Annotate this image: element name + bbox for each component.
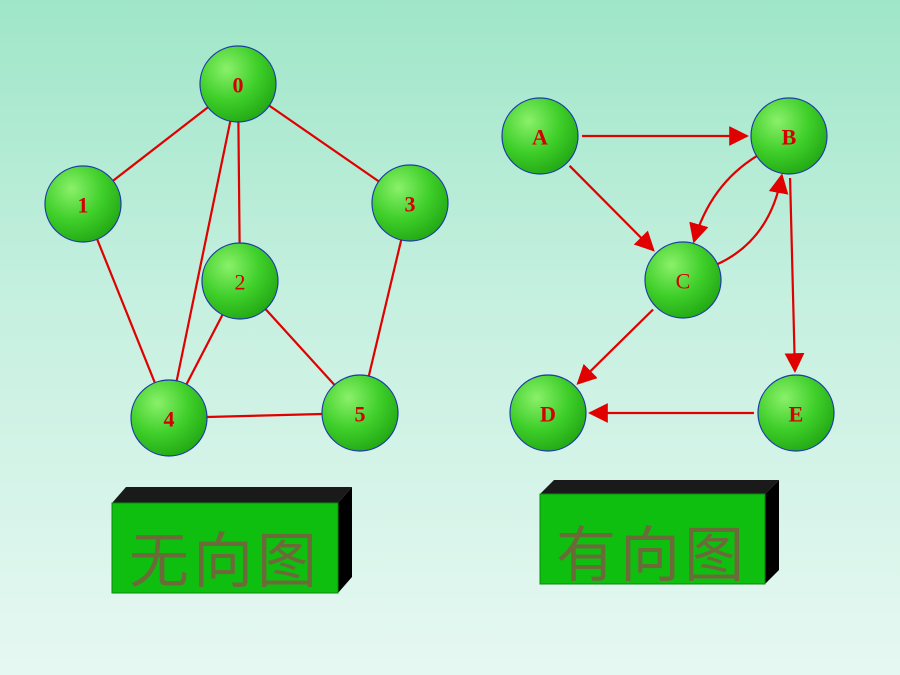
node-1: 1 <box>44 165 122 243</box>
directed-edges <box>568 126 805 423</box>
edge-2-4 <box>185 314 224 385</box>
node-label: 1 <box>78 193 89 218</box>
node-label: A <box>532 125 548 150</box>
node-circle <box>501 97 579 175</box>
node-A: A <box>501 97 579 175</box>
node-label: 4 <box>164 407 175 432</box>
edge-2-5 <box>264 308 336 386</box>
edge-B-C <box>689 155 758 244</box>
node-label: D <box>540 402 556 427</box>
node-label: 5 <box>355 402 366 427</box>
directed-nodes: A B C D E <box>501 97 835 452</box>
node-circle <box>371 164 449 242</box>
undirected-edges <box>96 104 403 419</box>
node-circle <box>750 97 828 175</box>
node-0: 0 <box>199 45 277 123</box>
node-2: 2 <box>201 242 279 320</box>
node-E: E <box>757 374 835 452</box>
undirected-label-box: 无向图 <box>111 487 352 597</box>
node-circle <box>130 379 208 457</box>
node-label: 3 <box>405 192 416 217</box>
edge-0-1 <box>112 106 209 182</box>
node-label: C <box>676 269 691 294</box>
node-D: D <box>509 374 587 452</box>
edge-B-E <box>784 177 805 373</box>
node-circle <box>509 374 587 452</box>
edge-4-5 <box>206 412 323 419</box>
node-circle <box>644 241 722 319</box>
node-3: 3 <box>371 164 449 242</box>
node-circle <box>321 374 399 452</box>
node-B: B <box>750 97 828 175</box>
edge-0-4 <box>175 120 232 382</box>
node-4: 4 <box>130 379 208 457</box>
node-label: 2 <box>235 270 246 295</box>
directed-graph: A B C D E <box>501 97 835 452</box>
edge-A-C <box>568 165 655 252</box>
undirected-nodes: 0 1 2 3 4 5 <box>44 45 449 457</box>
edge-0-2 <box>237 121 241 244</box>
node-circle <box>44 165 122 243</box>
node-circle <box>757 374 835 452</box>
node-C: C <box>644 241 722 319</box>
node-label: E <box>789 402 804 427</box>
node-label: B <box>782 125 797 150</box>
undirected-label: 无向图 <box>129 527 321 597</box>
edge-3-5 <box>367 239 403 377</box>
edge-C-D <box>576 308 654 385</box>
directed-label-box: 有向图 <box>539 480 779 591</box>
edge-C-B <box>717 173 789 266</box>
node-circle <box>201 242 279 320</box>
edge-1-4 <box>96 238 156 384</box>
directed-label: 有向图 <box>556 521 748 591</box>
undirected-graph: 0 1 2 3 4 5 <box>44 45 449 457</box>
edge-0-3 <box>268 104 380 183</box>
node-label: 0 <box>233 73 244 98</box>
node-5: 5 <box>321 374 399 452</box>
node-circle <box>199 45 277 123</box>
